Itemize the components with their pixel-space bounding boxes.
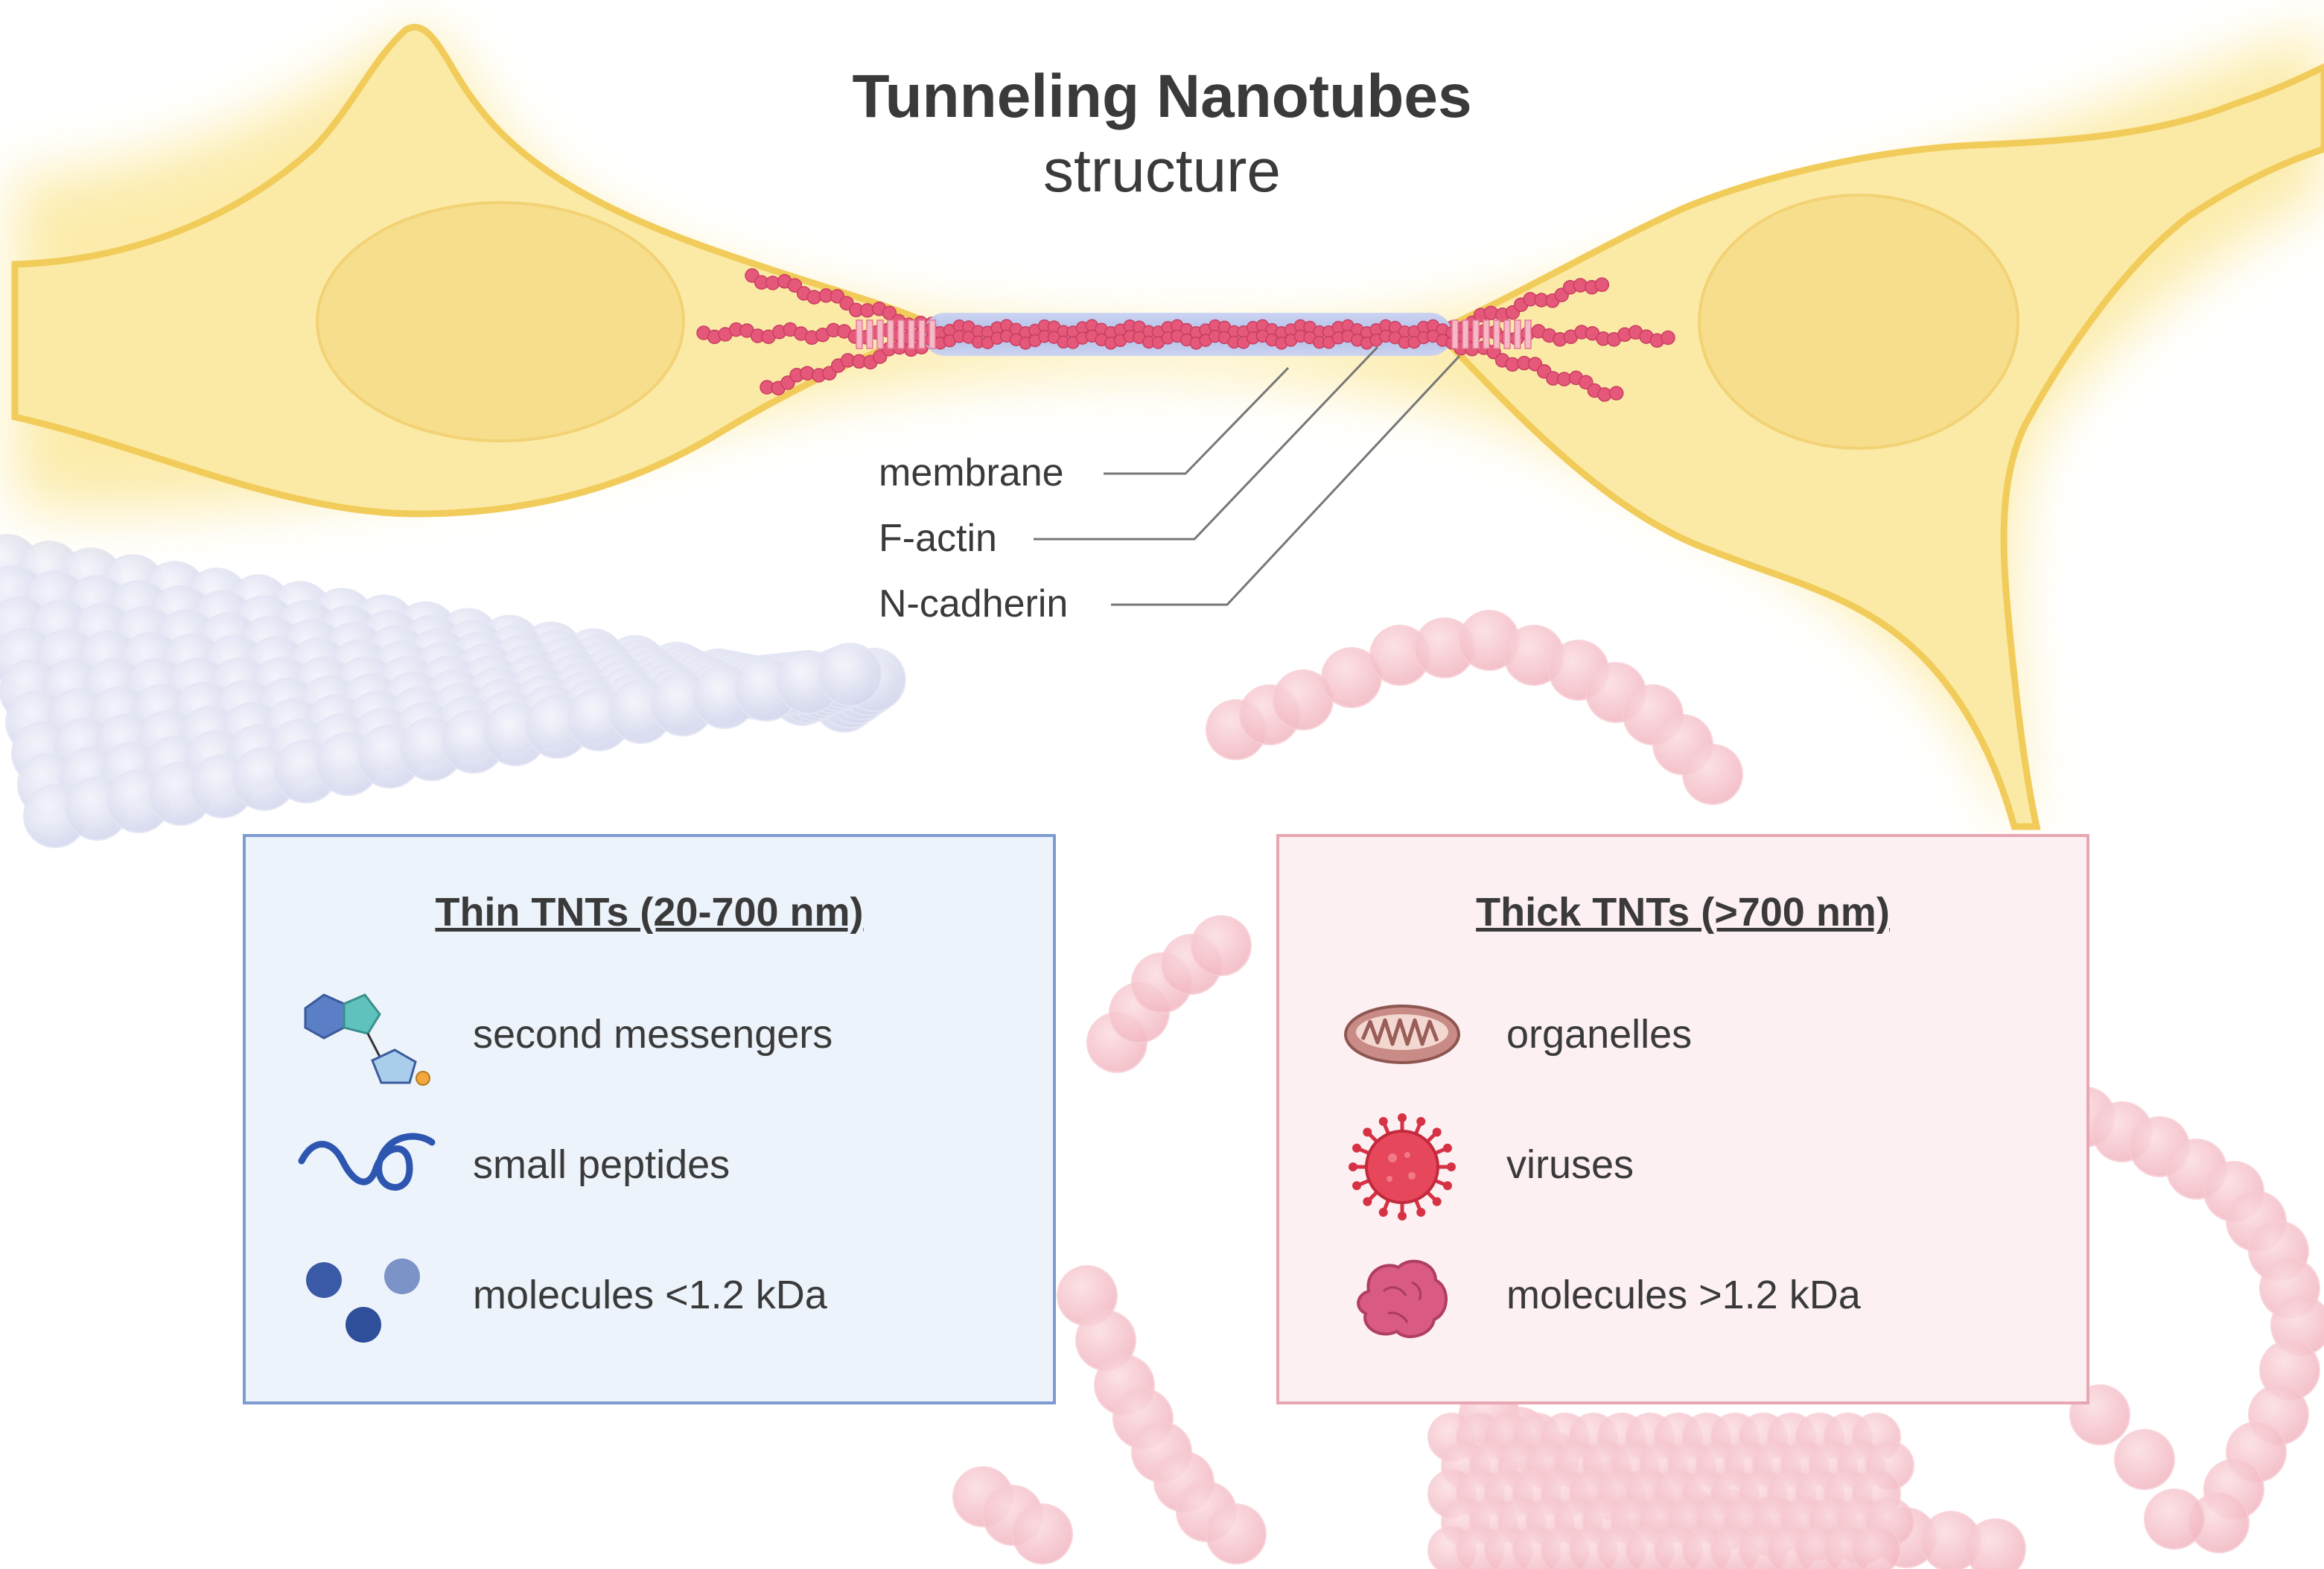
thick-tnts-box: Thick TNTs (>700 nm) organelles viruses … [1276,834,2089,1404]
list-item: small peptides [246,1109,1053,1220]
right-nucleus [1698,194,2019,450]
small-molecules-icon [306,1258,420,1343]
ncadherin-leader [1111,354,1461,606]
title-sub: structure [1043,137,1281,205]
peptide-chain-icon [298,1133,436,1191]
second-messenger-molecule-icon [304,993,430,1086]
pink-bead-chains [952,610,2324,1569]
list-item: molecules >1.2 kDa [1279,1239,2086,1351]
thick-tnts-title: Thick TNTs (>700 nm) [1476,890,1890,935]
microtubule-beads [0,534,906,848]
protein-aggregate-icon [1357,1259,1448,1338]
thin-item-label: second messengers [473,1012,833,1057]
thin-tnts-title: Thin TNTs (20-700 nm) [435,890,864,935]
factin-leader [1034,346,1379,541]
thick-item-label: molecules >1.2 kDa [1506,1273,1861,1317]
thick-item-label: viruses [1506,1142,1634,1187]
mitochondrion-icon [1344,1005,1460,1064]
list-item: viruses [1279,1109,2086,1220]
label-leader-lines [1034,346,1461,606]
virus-icon [1349,1113,1456,1220]
label-membrane: membrane [879,451,1064,494]
thin-tnts-box: Thin TNTs (20-700 nm) second messengers … [243,834,1056,1404]
thin-item-label: small peptides [473,1142,730,1187]
membrane-leader [1104,366,1290,475]
list-item: organelles [1279,978,2086,1090]
label-n-cadherin: N-cadherin [879,582,1069,626]
thin-item-label: molecules <1.2 kDa [473,1273,827,1317]
label-f-actin: F-actin [879,517,997,560]
thick-item-label: organelles [1506,1012,1693,1057]
list-item: second messengers [246,978,1053,1090]
diagram-title: Tunneling Nanotubes structure [0,60,2324,209]
left-nucleus [316,201,685,442]
list-item: molecules <1.2 kDa [246,1239,1053,1351]
nanotube [696,268,1675,402]
title-main: Tunneling Nanotubes [852,63,1472,130]
